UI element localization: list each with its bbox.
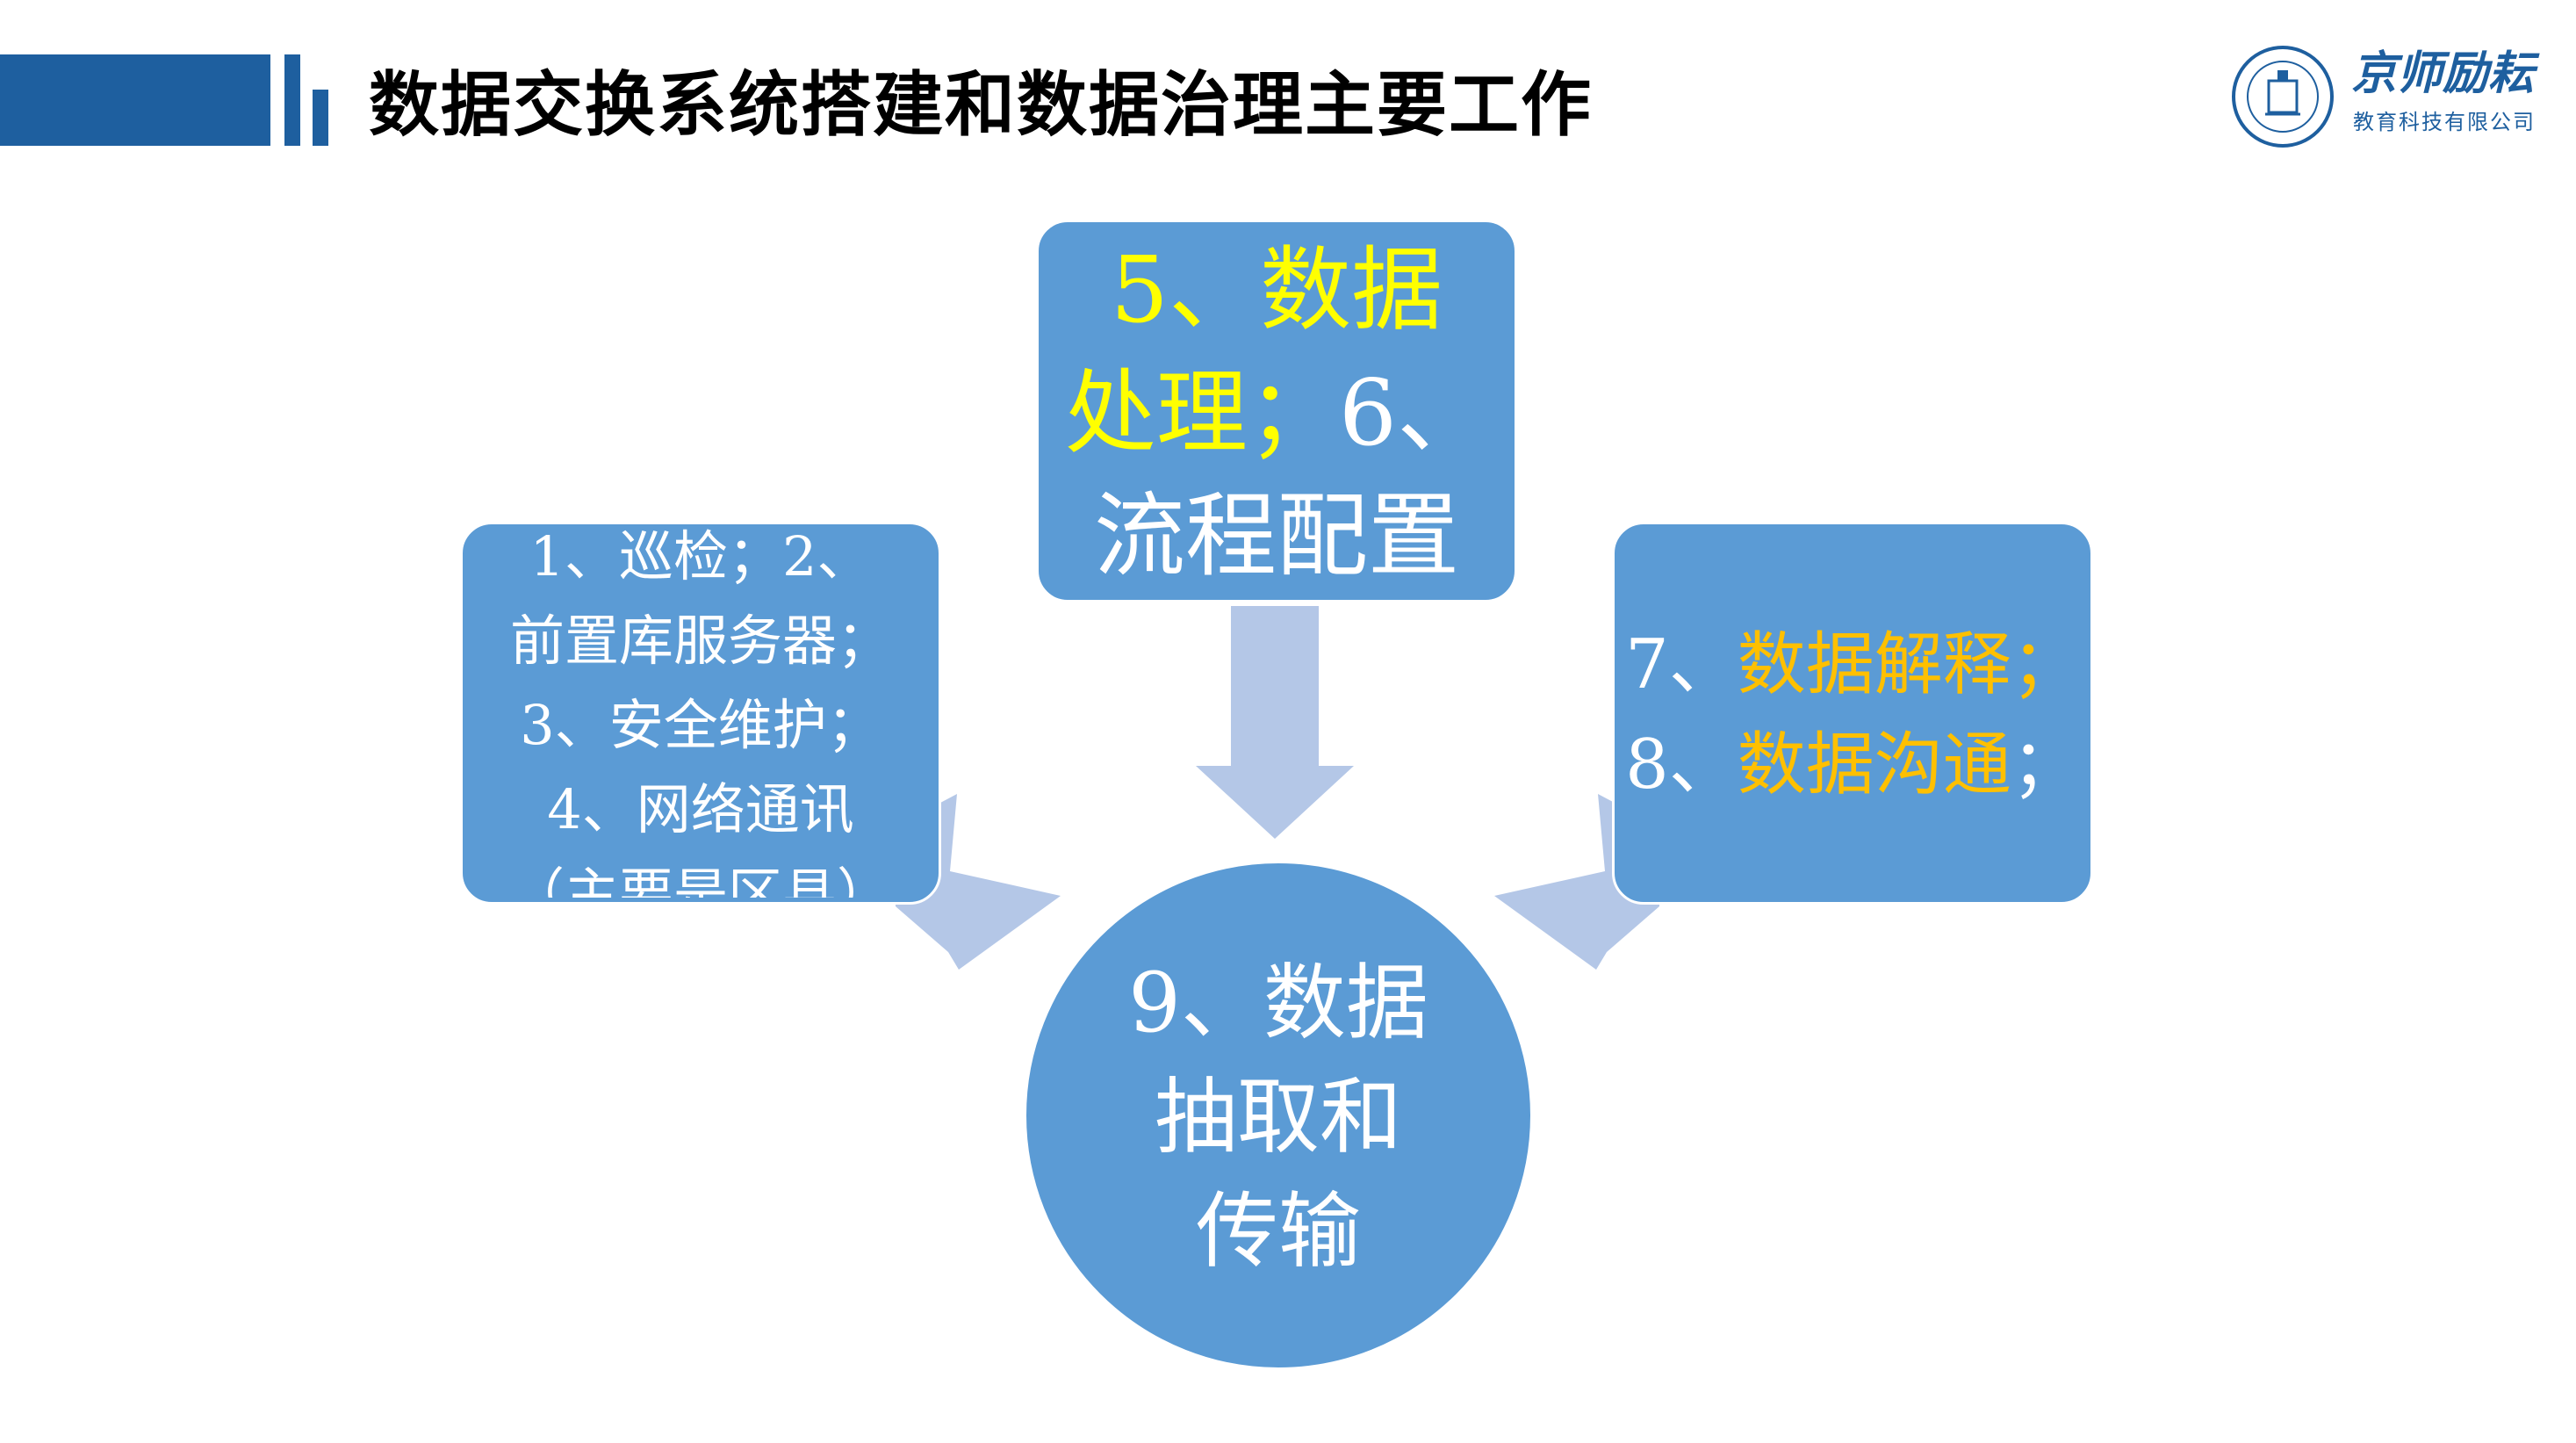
logo-subtitle: 教育科技有限公司 [2353,110,2536,134]
right-line-1-end: ； [2011,625,2080,704]
top-line-1: 5、数据 [1110,236,1443,343]
left-line-1: 1、巡检；2、 [529,524,872,588]
left-line-2: 前置库服务器； [509,609,891,673]
top-line-2-rest: 6、 [1338,359,1489,466]
header-bar-accent [284,54,300,146]
circle-text: 9、数据 抽取和 传输 [1024,947,1533,1289]
right-line-2-text: 数据沟通 [1737,725,2011,804]
center-circle [1024,861,1533,1370]
left-box [460,522,941,905]
top-line-2: 处理；6、 [1036,351,1517,474]
circle-line-2: 抽取和 [1154,1070,1402,1165]
left-line-5: （主要是区县） [509,862,891,898]
right-box-text: 7、数据解释； 8、数据沟通； [1612,615,2093,815]
circle-line-3: 传输 [1195,1184,1361,1280]
right-line-1-num: 7、 [1625,625,1738,704]
right-line-1-text: 数据解释 [1737,625,2011,704]
top-box [1036,220,1517,602]
left-box-text: 1、巡检；2、 前置库服务器； 3、安全维护； 4、网络通讯 （主要是区县） [460,515,941,898]
header-bar-accent-short [313,90,328,146]
company-logo: 京师励耘 教育科技有限公司 [2230,35,2564,158]
circle-line-1: 9、数据 [1128,956,1428,1051]
top-box-text: 5、数据 处理；6、 流程配置 [1036,228,1517,597]
slide-title: 数据交换系统搭建和数据治理主要工作 [369,64,1593,146]
right-line-2-end: ； [2011,725,2080,804]
header-bar [0,54,270,146]
logo-name: 京师励耘 [2351,47,2535,100]
left-line-3: 3、安全维护； [520,693,881,757]
right-line-2-num: 8、 [1625,725,1738,804]
right-line-2: 8、数据沟通； [1612,715,2093,815]
left-line-4: 4、网络通讯 [547,777,854,841]
arrow-down [1196,606,1354,839]
right-box [1612,522,2093,905]
top-line-3: 流程配置 [1093,482,1459,589]
right-line-1: 7、数据解释； [1612,615,2093,715]
logo-emblem-icon [2232,46,2334,148]
top-line-2-highlight: 处理； [1064,359,1339,466]
